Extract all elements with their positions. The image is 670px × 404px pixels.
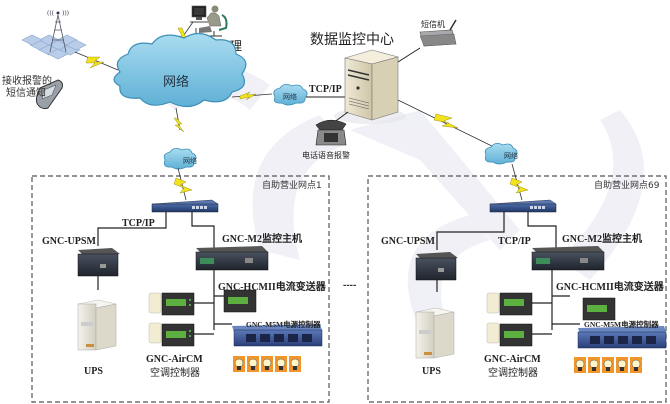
site-1-upsm-label: GNC-UPSM: [42, 236, 96, 247]
sms-notice-label-line2: 短信通知: [6, 86, 46, 99]
internet-cloud: [113, 32, 247, 108]
site-69-tcpip-label: TCP/IP: [498, 236, 531, 247]
sms-notice-label-line1: 接收报警的: [2, 74, 52, 87]
center-tcpip-label: TCP/IP: [309, 84, 342, 95]
site-1-tcpip-label: TCP/IP: [122, 218, 155, 229]
data-center-title: 数据监控中心: [310, 32, 394, 48]
cell-tower-icon: ((( ))): [21, 10, 87, 60]
light-bulb-icon: [247, 356, 259, 372]
site-69-ups-icon: [415, 307, 455, 359]
svg-text:(((: (((: [47, 10, 54, 17]
site-69: [367, 143, 667, 403]
site-1-cloud-label: 网络: [183, 156, 197, 165]
site-1-border: [31, 175, 330, 403]
site-1-hcm-label: GNC-HCMII电流变送器: [218, 280, 327, 293]
svg-text:))): ))): [62, 10, 69, 17]
wireless-link-icon: [74, 51, 119, 71]
site-1-ups-icon: [77, 299, 117, 351]
site-69-ups-label: UPS: [422, 366, 441, 377]
light-bulb-icon: [233, 356, 245, 372]
center-cloud-label: 网络: [283, 92, 297, 101]
site-69-border: [367, 175, 667, 403]
site-1-light-bulbs: [233, 356, 301, 372]
sms-modem-icon: [397, 19, 457, 63]
wireless-link-icon: [173, 107, 185, 133]
server-icon: [334, 49, 406, 124]
center-network-cloud: [273, 84, 308, 106]
site-1-upsm-device: [77, 253, 119, 277]
site-69-upsm-label: GNC-UPSM: [381, 236, 435, 247]
site-1-aircm-desc: 空调控制器: [150, 366, 200, 379]
site-1-m5m-device: [232, 324, 323, 347]
sms-modem-label: 短信机: [421, 19, 445, 29]
wireless-link-icon: [231, 91, 273, 101]
site-69-hcm-label: GNC-HCMII电流变送器: [556, 280, 665, 293]
site-69-cloud: [484, 143, 518, 165]
site-1-m2-label: GNC-M2监控主机: [222, 232, 302, 245]
light-bulb-icon: [630, 357, 642, 373]
site-69-m2-label: GNC-M2监控主机: [562, 232, 642, 245]
wireless-link-icon: [509, 177, 529, 194]
site-69-aircm-desc: 空调控制器: [488, 366, 538, 379]
wireless-link-icon: [173, 177, 193, 194]
internet-cloud-label: 网络: [163, 74, 189, 90]
site-69-switch: [489, 203, 557, 213]
voice-alarm-label: 电话语音报警: [302, 150, 350, 160]
site-1-aircm-2: [148, 322, 195, 347]
site-69-aircm-2: [486, 322, 533, 347]
site-1-switch: [151, 203, 219, 213]
site-1-ups-label: UPS: [84, 366, 103, 377]
site-69-m2-device: [531, 251, 605, 271]
desk-phone-icon: [315, 111, 349, 146]
site-1-name: 自助营业网点1: [262, 179, 322, 191]
site-1-m2-device: [195, 251, 269, 271]
site-69-aircm-label: GNC-AirCM: [484, 354, 541, 365]
light-bulb-icon: [261, 356, 273, 372]
light-bulb-icon: [275, 356, 287, 372]
site-69-aircm-1: [486, 292, 533, 316]
site-69-name: 自助营业网点69: [594, 179, 660, 191]
mobile-phone-icon: [35, 79, 63, 110]
wireless-link-icon: [397, 99, 501, 151]
light-bulb-icon: [616, 357, 628, 373]
site-69-cloud-label: 网络: [504, 151, 518, 160]
light-bulb-icon: [588, 357, 600, 373]
light-bulb-icon: [289, 356, 301, 372]
site-69-m5m-label: GNC-M5M电源控制器: [584, 319, 659, 329]
more-sites-ellipsis: ----: [343, 280, 356, 291]
site-1: [31, 148, 330, 403]
site-1-aircm-1: [148, 292, 195, 316]
site-69-upsm-device: [415, 257, 457, 281]
light-bulb-icon: [602, 357, 614, 373]
remote-admin-icon: [190, 5, 228, 37]
site-1-aircm-label: GNC-AirCM: [146, 354, 203, 365]
site-69-m5m-device: [577, 326, 667, 349]
light-bulb-icon: [574, 357, 586, 373]
site-1-cloud: [163, 148, 197, 170]
site-1-m5m-label: GNC-M5M电源控制器: [246, 319, 321, 329]
site-69-light-bulbs: [574, 357, 642, 373]
